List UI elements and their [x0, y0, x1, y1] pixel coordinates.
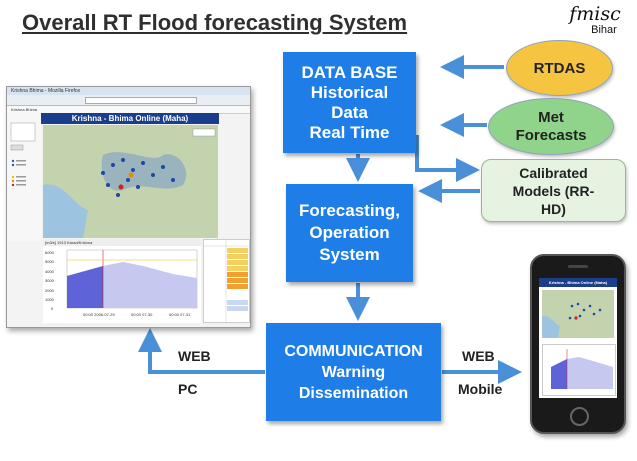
communication-line-2: Warning — [321, 363, 386, 381]
browser-toolbar — [7, 95, 250, 106]
database-line-3: Data — [331, 102, 368, 122]
mobile-phone-image: Krishna - Bhima Online (Maha) — [530, 254, 626, 434]
web-left-label: WEB — [178, 348, 211, 364]
forecasting-line-1: Forecasting, — [298, 201, 401, 220]
rtdas-label: RTDAS — [533, 59, 586, 77]
y-tick-2: 4000 — [45, 269, 55, 274]
y-tick-6: 0 — [51, 306, 54, 311]
phone-speaker — [568, 265, 588, 268]
communication-line-1: COMMUNICATION — [284, 342, 423, 360]
x-tick-0: 00:00 2006-07-29 — [83, 312, 115, 317]
communication-line-3: Dissemination — [298, 384, 409, 402]
calibrated-line-2: Models (RR- — [512, 182, 595, 199]
database-line-4: Real Time — [309, 122, 390, 142]
forecasting-box: Forecasting, Operation System — [286, 184, 413, 282]
calibrated-models-box: Calibrated Models (RR- HD) — [481, 159, 626, 222]
fmisc-logo: fmisc Bihar — [560, 4, 630, 36]
forecasting-line-3: System — [319, 245, 380, 264]
y-tick-1: 5000 — [45, 259, 55, 264]
pc-browser-screenshot: Krishna Bhima - Mozilla Firefox Krishna … — [6, 86, 251, 328]
rtdas-ellipse: RTDAS — [506, 40, 613, 96]
met-line-1: Met — [538, 108, 564, 126]
hydrograph-caption: [m3/s] 1913 Karad/Krishna — [43, 239, 201, 246]
browser-map — [43, 125, 218, 238]
phone-map — [542, 290, 614, 338]
y-tick-5: 1000 — [45, 297, 55, 302]
x-tick-1: 00:00 07-30 — [131, 312, 153, 317]
y-tick-4: 2000 — [45, 288, 55, 293]
met-forecasts-ellipse: Met Forecasts — [488, 98, 614, 155]
phone-page-header: Krishna - Bhima Online (Maha) — [539, 278, 617, 287]
phone-screen: Krishna - Bhima Online (Maha) — [539, 278, 617, 398]
phone-home-button — [570, 407, 589, 426]
phone-hydrograph — [542, 344, 616, 396]
arrow-db-to-calibrated — [415, 135, 480, 182]
database-line-2: Historical — [310, 82, 389, 102]
browser-data-table — [203, 239, 250, 323]
database-line-1: DATA BASE — [301, 62, 398, 82]
calibrated-line-1: Calibrated — [519, 164, 588, 181]
met-line-2: Forecasts — [515, 126, 587, 144]
browser-url-bar — [85, 97, 197, 104]
page-title: Overall RT Flood forecasting System — [22, 10, 408, 35]
y-tick-3: 3000 — [45, 278, 55, 283]
logo-sub-text: Bihar — [591, 24, 617, 36]
browser-sidebar — [7, 113, 41, 241]
y-tick-0: 6000 — [45, 250, 55, 255]
x-tick-2: 00:00 07-31 — [169, 312, 191, 317]
web-right-label: WEB — [462, 348, 495, 364]
communication-box: COMMUNICATION Warning Dissemination — [266, 323, 441, 421]
mobile-label: Mobile — [458, 381, 503, 397]
browser-titlebar: Krishna Bhima - Mozilla Firefox — [7, 87, 250, 95]
browser-page-header: Krishna - Bhima Online (Maha) — [41, 113, 219, 124]
arrow-comm-to-pc — [138, 328, 265, 374]
pc-label: PC — [178, 381, 198, 397]
logo-main-text: fmisc — [569, 3, 621, 25]
browser-hydrograph: [m3/s] 1913 Karad/Krishna 6000 5000 4000… — [43, 239, 201, 323]
forecasting-line-2: Operation — [309, 223, 390, 242]
database-box: DATA BASE Historical Data Real Time — [283, 52, 416, 153]
calibrated-line-3: HD) — [541, 200, 566, 217]
